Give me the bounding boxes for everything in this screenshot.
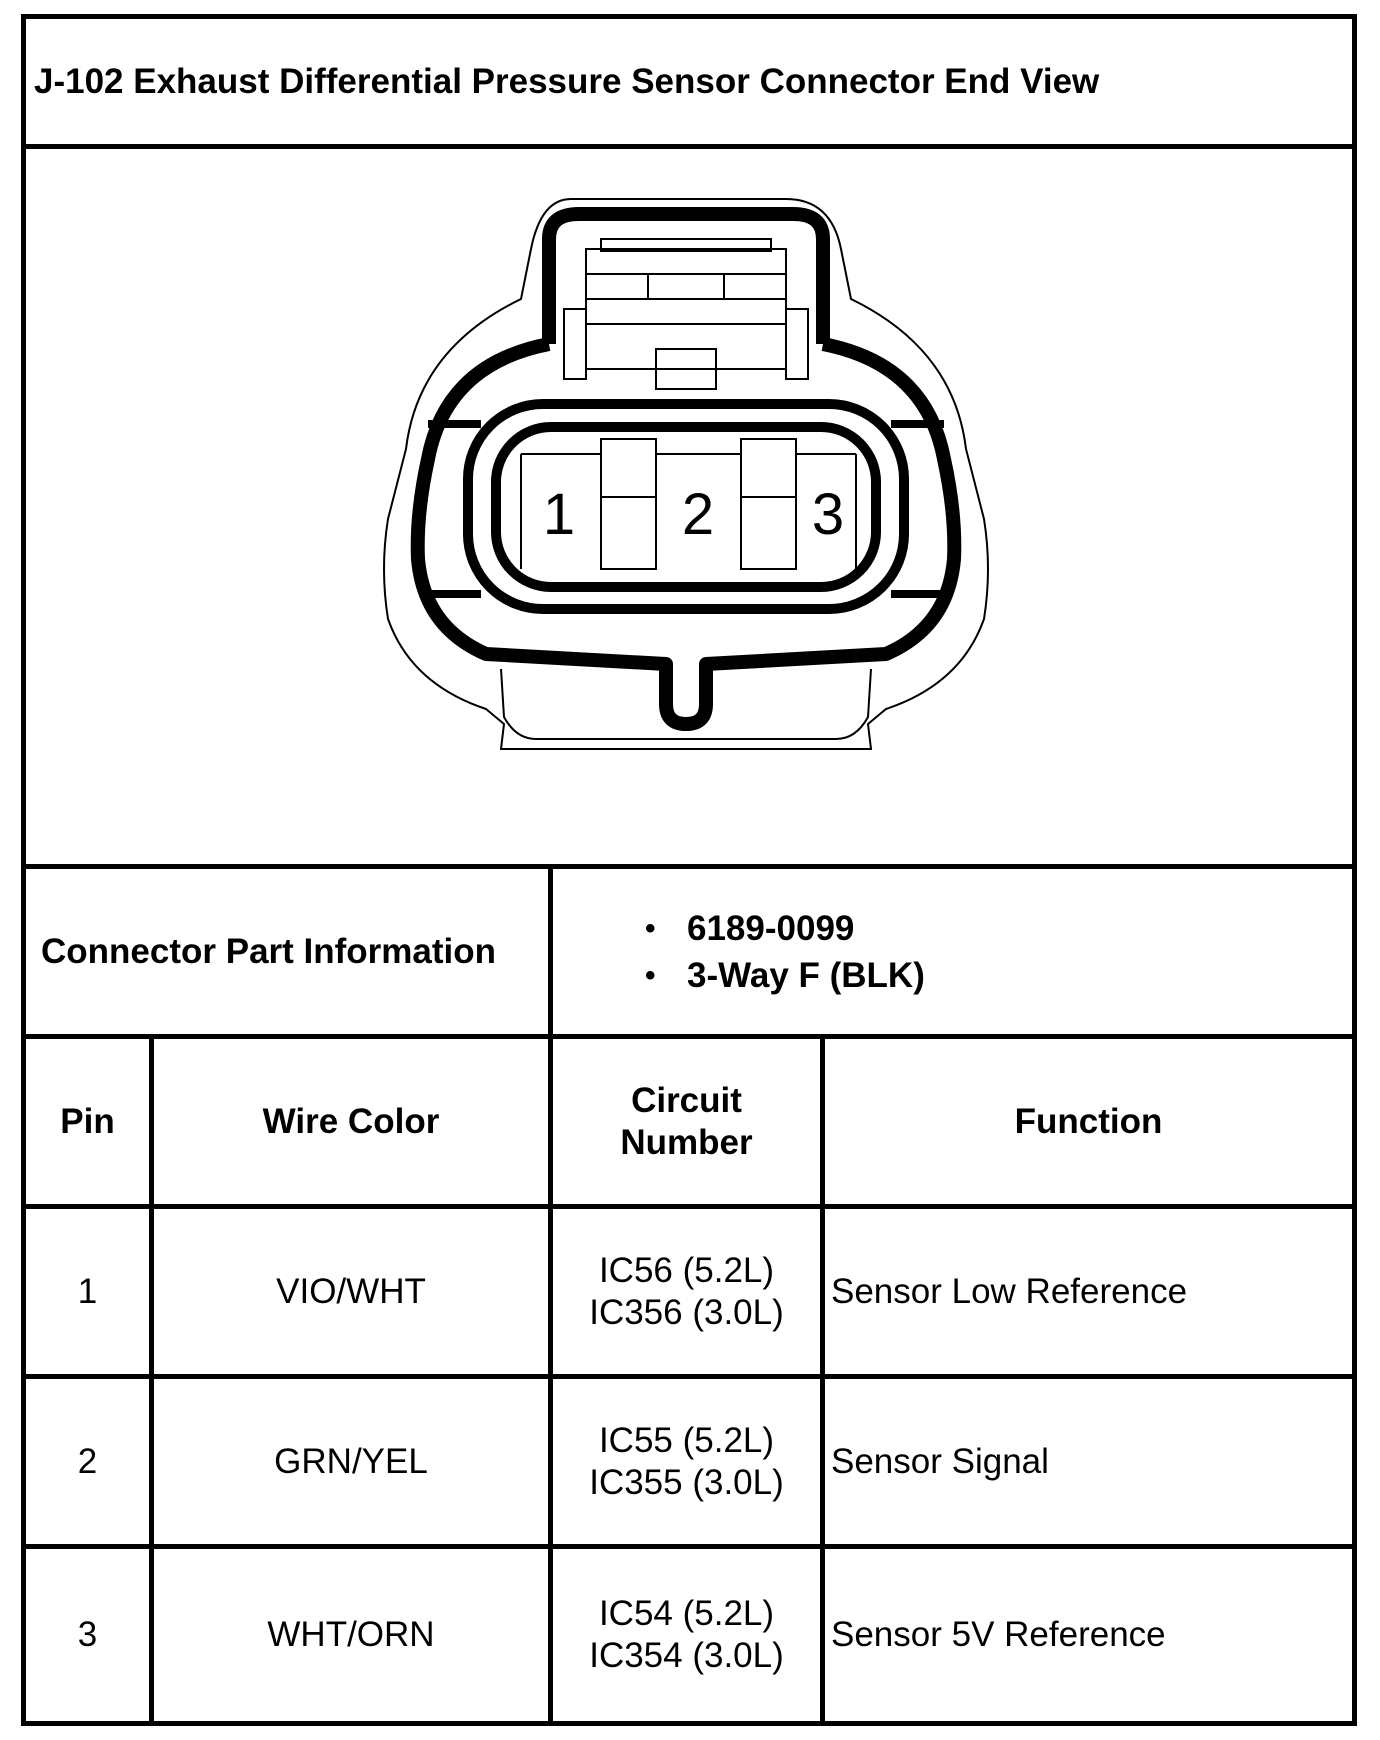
circuit-cell: IC55 (5.2L) IC355 (3.0L) <box>553 1379 825 1544</box>
pin-label-2: 2 <box>682 482 714 547</box>
wire-color-cell: GRN/YEL <box>154 1379 553 1544</box>
circuit-cell: IC54 (5.2L) IC354 (3.0L) <box>553 1549 825 1721</box>
connector-illustration: 1 2 3 <box>383 198 989 750</box>
header-circuit-number: Circuit Number <box>553 1039 825 1204</box>
pin-label-1: 1 <box>543 482 575 547</box>
header-circuit-line2: Number <box>620 1122 753 1162</box>
circuit-line: IC355 (3.0L) <box>589 1462 784 1502</box>
wire-color-cell: VIO/WHT <box>154 1209 553 1374</box>
header-wire-color: Wire Color <box>154 1039 553 1204</box>
circuit-line: IC55 (5.2L) <box>598 1420 775 1460</box>
header-circuit-line1: Circuit <box>631 1080 742 1120</box>
function-cell: Sensor Signal <box>831 1441 1049 1481</box>
cavity-inner <box>491 422 881 592</box>
pin-cell: 3 <box>26 1549 154 1721</box>
table-row: 3 WHT/ORN IC54 (5.2L) IC354 (3.0L) Senso… <box>26 1549 1352 1721</box>
body-ring <box>410 337 962 731</box>
circuit-line: IC356 (3.0L) <box>589 1292 784 1332</box>
part-info-list: •6189-0099 •3-Way F (BLK) <box>553 869 1352 1034</box>
circuit-cell: IC56 (5.2L) IC356 (3.0L) <box>553 1209 825 1374</box>
part-info-label: Connector Part Information <box>26 869 553 1034</box>
part-info-item: •6189-0099 <box>645 905 1352 952</box>
connector-end-view-drawing: 1 2 3 <box>26 149 1352 869</box>
pinout-table: Pin Wire Color Circuit Number Function 1… <box>26 1039 1352 1721</box>
pin-cell: 2 <box>26 1379 154 1544</box>
pin-cell: 1 <box>26 1209 154 1374</box>
terminal-blocks <box>520 438 857 570</box>
part-info-item: •3-Way F (BLK) <box>645 952 1352 999</box>
page-title: J-102 Exhaust Differential Pressure Sens… <box>26 19 1352 149</box>
latch-detail <box>563 238 809 390</box>
circuit-line: IC354 (3.0L) <box>589 1636 784 1675</box>
latch-bridge <box>542 207 830 344</box>
function-cell: Sensor Low Reference <box>831 1271 1188 1311</box>
circuit-line: IC54 (5.2L) <box>598 1594 775 1633</box>
side-bands <box>423 420 949 598</box>
housing-skirt <box>500 668 872 740</box>
header-function: Function <box>1014 1101 1163 1141</box>
connector-sheet: J-102 Exhaust Differential Pressure Sens… <box>21 14 1357 1726</box>
wire-color-cell: WHT/ORN <box>154 1549 553 1721</box>
table-row: 2 GRN/YEL IC55 (5.2L) IC355 (3.0L) Senso… <box>26 1379 1352 1549</box>
connector-part-info-row: Connector Part Information •6189-0099 •3… <box>26 869 1352 1039</box>
table-header-row: Pin Wire Color Circuit Number Function <box>26 1039 1352 1209</box>
pin-label-3: 3 <box>812 482 844 547</box>
circuit-line: IC56 (5.2L) <box>598 1250 775 1290</box>
part-number: 6189-0099 <box>687 908 855 948</box>
function-cell: Sensor 5V Reference <box>831 1615 1166 1654</box>
header-pin: Pin <box>26 1039 154 1204</box>
part-description: 3-Way F (BLK) <box>687 955 925 995</box>
table-row: 1 VIO/WHT IC56 (5.2L) IC356 (3.0L) Senso… <box>26 1209 1352 1379</box>
